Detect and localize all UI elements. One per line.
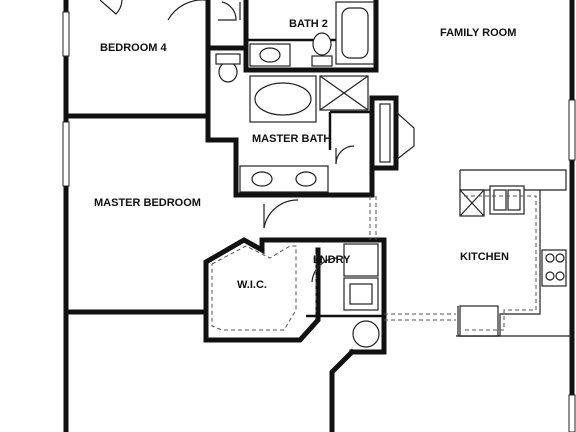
label-wic: W.I.C. <box>237 279 267 291</box>
label-bath2: BATH 2 <box>289 18 328 30</box>
walls <box>62 0 576 432</box>
label-master-bedroom: MASTER BEDROOM <box>94 197 201 209</box>
master-toilet <box>218 61 238 83</box>
window-kitchen <box>568 394 576 432</box>
window-bedroom4 <box>62 11 70 57</box>
toilet <box>312 32 332 56</box>
doors <box>99 0 355 283</box>
label-bedroom4: BEDROOM 4 <box>100 42 168 54</box>
dashed-lines <box>211 196 456 331</box>
kitchen-fixtures <box>456 169 572 337</box>
label-laundry: LNDRY <box>313 254 351 266</box>
label-kitchen: KITCHEN <box>460 251 509 263</box>
label-family-room: FAMILY ROOM <box>440 27 516 39</box>
window-master-bedroom <box>62 121 70 187</box>
refrigerator <box>459 305 499 337</box>
linen-closet <box>379 103 415 163</box>
bath2-fixtures <box>249 1 375 67</box>
laundry-fixtures <box>343 243 380 348</box>
washer <box>343 243 379 277</box>
label-master-bath: MASTER BATH <box>252 133 331 145</box>
master-bath-fixtures <box>215 53 369 193</box>
room-labels: BEDROOM 4 BATH 2 FAMILY ROOM MASTER BATH… <box>94 18 516 291</box>
water-heater <box>352 320 380 348</box>
window-family-room <box>568 99 576 161</box>
